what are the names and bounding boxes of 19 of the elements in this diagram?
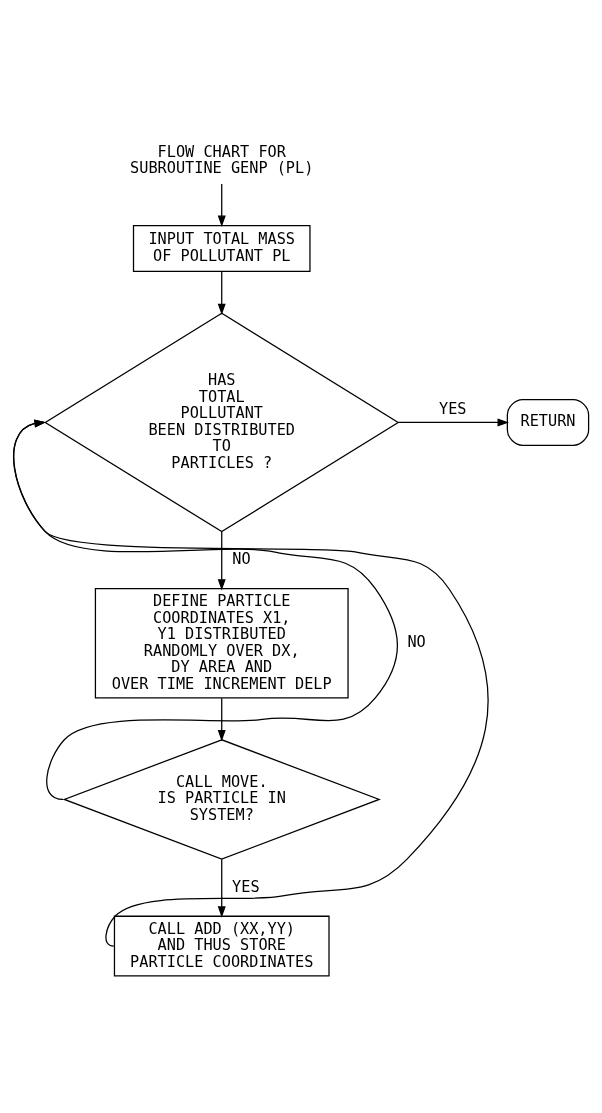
arrow (217, 530, 226, 591)
arrow (217, 697, 226, 741)
arrow (217, 858, 226, 918)
edge-label: NO (407, 632, 426, 651)
node-box: DEFINE PARTICLE COORDINATES X1, Y1 DISTRIBUTED RANDOMLY OVER DX, DY AREA AND OVER TIME INCREMENT DELP (94, 587, 349, 699)
arrow (12, 419, 489, 947)
arrow (13, 419, 398, 800)
node-box: INPUT TOTAL MASS OF POLLUTANT PL (132, 224, 311, 272)
edge-label: YES (439, 399, 467, 418)
arrow (217, 270, 226, 315)
node-box: CALL ADD (XX,YY) AND THUS STORE PARTICLE COORDINATES (113, 915, 330, 977)
node-diamond: HAS TOTAL POLLUTANT BEEN DISTRIBUTED TO PARTICLES ? (44, 312, 400, 532)
node-text: FLOW CHART FOR SUBROUTINE GENP (PL) (130, 142, 314, 177)
arrow (217, 182, 226, 227)
node-box: RETURN (506, 398, 590, 446)
node-diamond: CALL MOVE. IS PARTICLE IN SYSTEM? (62, 738, 381, 860)
edge-label: NO (232, 549, 251, 568)
edge-label: YES (232, 877, 260, 896)
arrow (397, 417, 509, 426)
